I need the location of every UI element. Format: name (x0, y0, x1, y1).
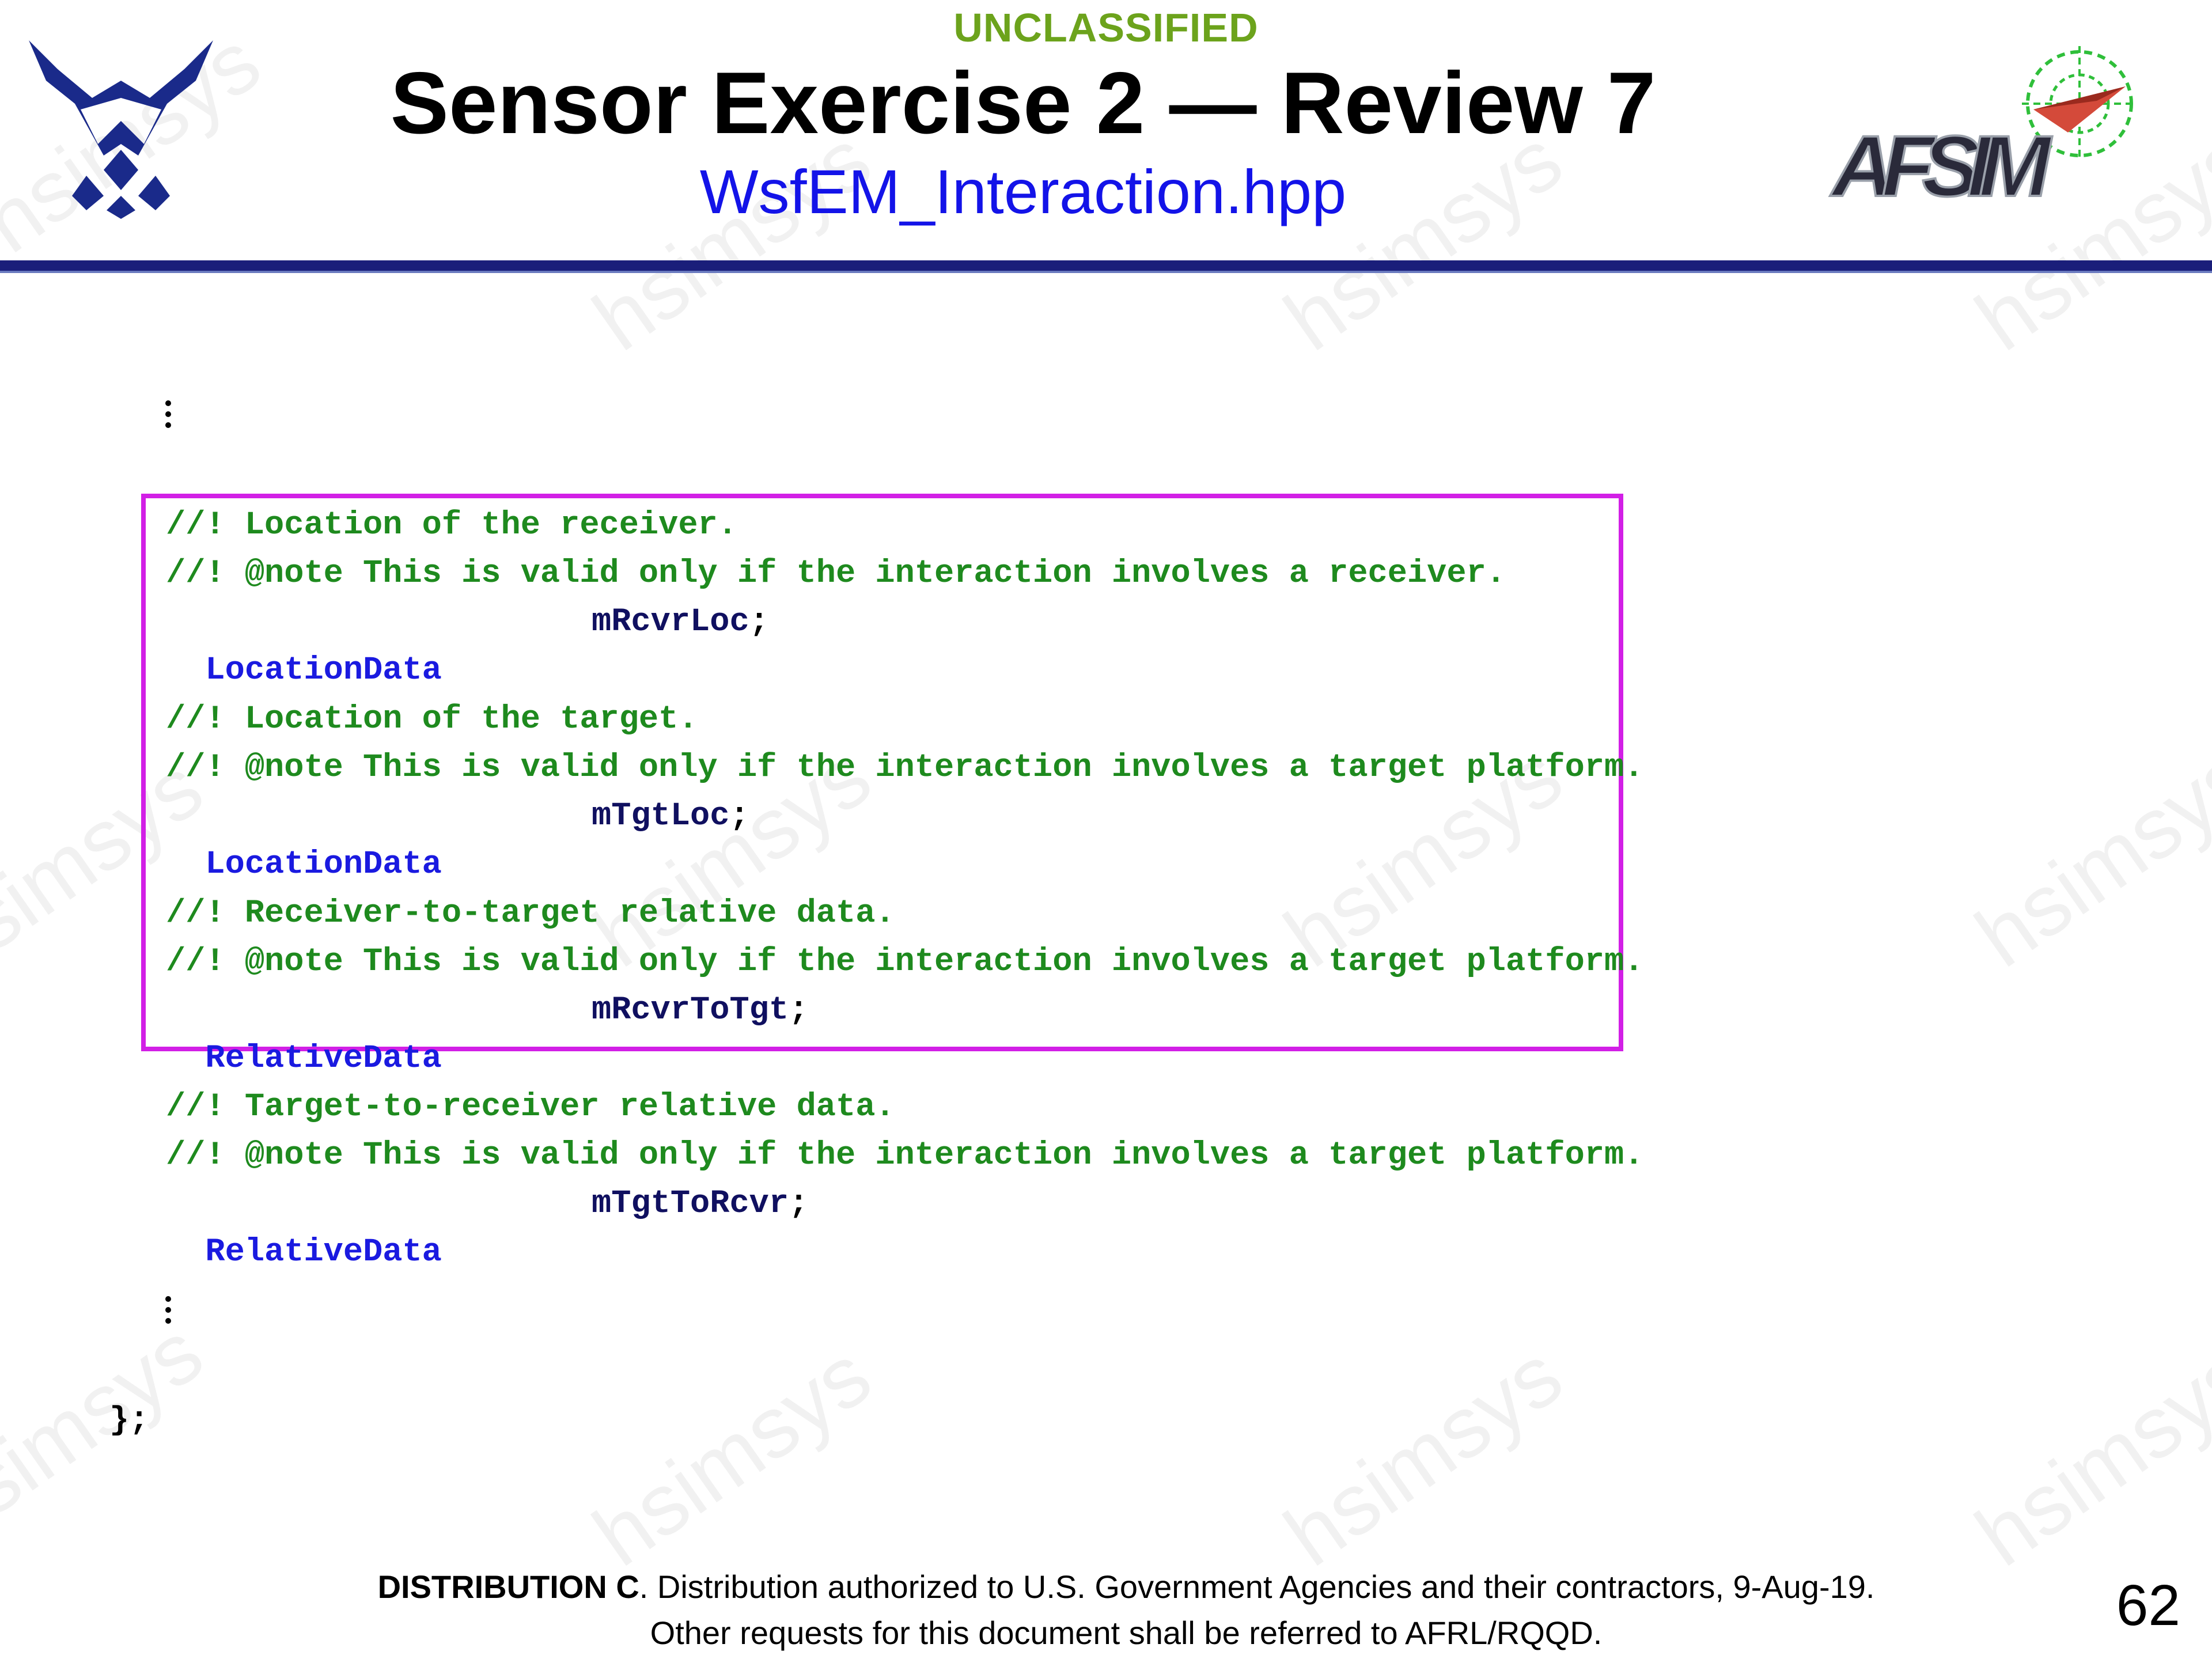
afsim-logo-text: AFSIM (1830, 118, 2052, 214)
code-comment: //! @note This is valid only if the inte… (166, 944, 1644, 980)
code-type: RelativeData (205, 1040, 442, 1077)
code-member: mTgtLoc; (592, 792, 749, 840)
distribution-text: . Distribution authorized to U.S. Govern… (639, 1569, 1875, 1605)
us-air-force-wings-icon (29, 40, 213, 219)
code-declaration: LocationData (166, 792, 442, 889)
page-subtitle: WsfEM_Interaction.hpp (699, 157, 1347, 226)
page-number: 62 (2116, 1573, 2180, 1638)
code-comment: //! Location of the receiver. (166, 507, 737, 544)
distribution-line-1: DISTRIBUTION C. Distribution authorized … (0, 1564, 2212, 1610)
header-rule (0, 260, 2212, 271)
code-declaration: RelativeData (166, 986, 442, 1083)
code-member: mTgtToRcvr; (592, 1180, 808, 1228)
code-comment: //! @note This is valid only if the inte… (166, 1137, 1644, 1174)
code-terminator: ; (749, 604, 769, 641)
afsim-logo-icon: AFSIM (1828, 46, 2137, 215)
watermark: hsimsys (1959, 726, 2212, 986)
code-member-name: mTgtLoc (592, 798, 730, 835)
code-terminator: ; (789, 992, 809, 1029)
page-title: Sensor Exercise 2 — Review 7 (390, 54, 1656, 152)
code-member: mRcvrLoc; (592, 598, 769, 646)
code-comment: //! Target-to-receiver relative data. (166, 1089, 895, 1126)
highlight-box (141, 494, 1623, 1051)
code-member: mRcvrToTgt; (592, 986, 808, 1035)
code-comment: //! Location of the target. (166, 701, 698, 738)
watermark: hsimsys (1959, 1325, 2212, 1585)
classification-banner: UNCLASSIFIED (953, 5, 1259, 50)
code-comment: //! Receiver-to-target relative data. (166, 895, 895, 932)
distribution-statement: DISTRIBUTION C. Distribution authorized … (0, 1564, 2212, 1656)
code-member-name: mRcvrToTgt (592, 992, 789, 1029)
code-member-name: mTgtToRcvr (592, 1185, 789, 1222)
code-closing-brace: }; (109, 1402, 149, 1439)
distribution-label: DISTRIBUTION C (377, 1569, 639, 1605)
code-declaration: LocationData (166, 598, 442, 695)
code-type: RelativeData (205, 1234, 442, 1271)
code-terminator: ; (789, 1185, 809, 1222)
code-type: LocationData (205, 652, 442, 689)
watermark: hsimsys (1267, 1325, 1579, 1585)
code-comment: //! @note This is valid only if the inte… (166, 555, 1506, 592)
ellipsis-top (165, 400, 177, 433)
code-comment: //! @note This is valid only if the inte… (166, 749, 1644, 786)
header-rule-accent (0, 271, 2212, 273)
code-declaration: RelativeData (166, 1180, 442, 1277)
code-member-name: mRcvrLoc (592, 604, 749, 641)
code-type: LocationData (205, 846, 442, 883)
distribution-line-2: Other requests for this document shall b… (650, 1615, 1603, 1651)
watermark: hsimsys (576, 1325, 888, 1585)
ellipsis-bottom (165, 1296, 177, 1329)
code-terminator: ; (729, 798, 749, 835)
